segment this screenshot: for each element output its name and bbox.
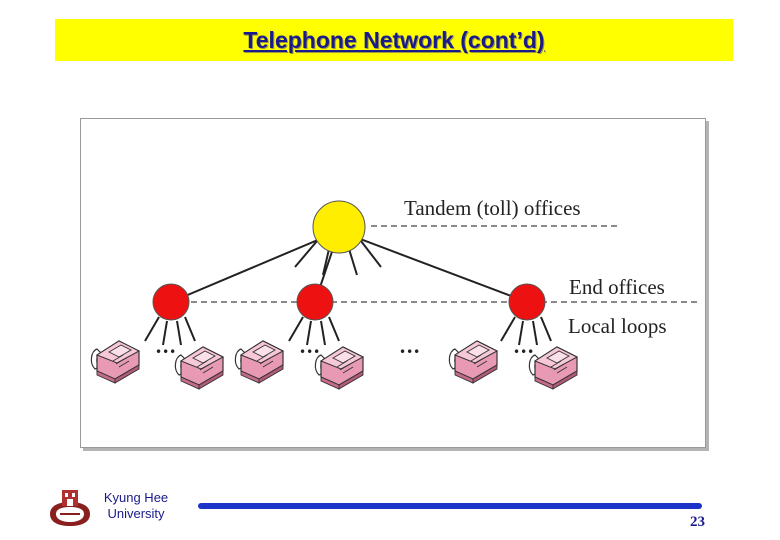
telephone-icon [448, 340, 498, 384]
network-diagram: Tandem (toll) offices End offices Local … [80, 118, 706, 448]
slide-title: Telephone Network (cont’d) [243, 26, 545, 53]
tandem-stub-lines [294, 240, 382, 276]
label-tandem-offices: Tandem (toll) offices [404, 196, 581, 220]
university-name: Kyung Hee University [96, 490, 176, 522]
title-bar: Telephone Network (cont’d) [55, 19, 733, 61]
university-seal-icon [50, 490, 90, 526]
footer-divider [198, 503, 702, 509]
university-name-line1: Kyung Hee [103, 490, 169, 505]
ellipsis: ••• [513, 345, 534, 359]
end-office-node [152, 283, 190, 321]
telephone-icon [90, 340, 140, 384]
university-name-line2: University [107, 506, 165, 521]
ellipsis-group: ••• ••• ••• ••• [155, 345, 534, 359]
ellipsis: ••• [299, 345, 320, 359]
local-loop-lines [144, 316, 552, 346]
label-local-loops: Local loops [568, 314, 667, 338]
ellipsis: ••• [399, 345, 420, 359]
network-diagram-svg: Tandem (toll) offices End offices Local … [90, 196, 697, 390]
ellipsis: ••• [155, 345, 176, 359]
label-end-offices: End offices [569, 275, 665, 299]
tandem-office-node [312, 200, 366, 254]
telephone-icon [174, 346, 224, 390]
end-office-node [296, 283, 334, 321]
page-number: 23 [690, 514, 705, 530]
end-office-node [508, 283, 546, 321]
telephone-icon [314, 346, 364, 390]
telephone-icon [234, 340, 284, 384]
telephone-icon [528, 346, 578, 390]
